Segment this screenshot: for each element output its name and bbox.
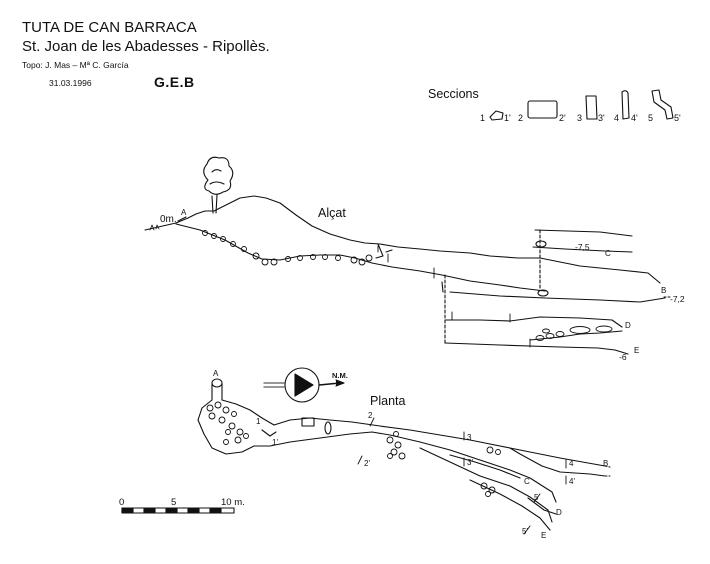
profile-point-a: A: [181, 208, 187, 217]
north-arrow-icon: [263, 367, 345, 403]
plan-mark-5: 5: [534, 493, 539, 502]
plan-point-a: A: [213, 369, 219, 378]
plan-title: Planta: [370, 394, 405, 408]
plan-view: [197, 378, 611, 535]
plan-entrance: [211, 378, 223, 388]
section-2-shape: [527, 100, 558, 119]
profile-depth-b: -7,2: [670, 294, 685, 304]
north-label: N.M.: [332, 371, 348, 380]
profile-view: [144, 156, 671, 355]
section-label-1: 1: [480, 113, 485, 123]
scale-label-10: 10 m.: [221, 497, 245, 508]
plan-mark-3: 3: [467, 433, 472, 442]
section-4-shape: [621, 90, 630, 120]
entrance-marker: [177, 216, 187, 222]
profile-point-b: B: [661, 286, 666, 295]
scale-bar: [121, 507, 235, 514]
plan-rubble: [206, 401, 501, 497]
survey-date: 31.03.1996: [49, 78, 92, 88]
section-label-2: 2: [518, 113, 523, 123]
tree-icon: [203, 156, 234, 214]
profile-roof: [213, 195, 541, 259]
section-label-3: 3: [577, 113, 582, 123]
plan-mark-3p: 3': [467, 458, 473, 467]
section-label-3p: 3': [598, 113, 605, 123]
plan-point-c: C: [524, 477, 530, 486]
plan-mark-1p: 1': [272, 438, 278, 447]
plan-mark-1: 1: [256, 417, 261, 426]
scale-label-0: 0: [119, 497, 124, 508]
group-name: G.E.B: [154, 74, 195, 90]
section-1-shape: [489, 110, 504, 121]
profile-point-c: C: [605, 249, 611, 258]
survey-location: St. Joan de les Abadesses - Ripollès.: [22, 38, 270, 55]
survey-title: TUTA DE CAN BARRACA: [22, 19, 197, 36]
sections-title: Seccions: [428, 87, 479, 101]
section-3-shape: [585, 95, 598, 120]
profile-entrance-depth: 0m.: [160, 214, 177, 225]
profile-title: Alçat: [318, 206, 346, 220]
plan-point-e: E: [541, 531, 546, 540]
section-label-4p: 4': [631, 113, 638, 123]
section-label-4: 4: [614, 113, 619, 123]
profile-depth-e: -6: [619, 352, 627, 362]
plan-point-d: D: [556, 508, 562, 517]
section-5-shape: [651, 89, 674, 120]
plan-point-b: B: [603, 459, 608, 468]
section-label-5p: 5': [674, 113, 681, 123]
section-label-2p: 2': [559, 113, 566, 123]
plan-mark-4: 4: [569, 459, 574, 468]
plan-mark-5p: 5': [522, 527, 528, 536]
ground-surface: [144, 210, 215, 231]
profile-rubble: [202, 230, 373, 266]
plan-mark-2: 2: [368, 411, 373, 420]
profile-depth-c: -7,5: [575, 242, 590, 252]
topo-credits: Topo: J. Mas – Mª C. García: [22, 60, 129, 70]
plan-mark-4p: 4': [569, 477, 575, 486]
profile-point-d: D: [625, 321, 631, 330]
sections-legend: [489, 89, 674, 121]
plan-mark-2p: 2': [364, 459, 370, 468]
section-label-1p: 1': [504, 113, 511, 123]
profile-point-e: E: [634, 346, 639, 355]
profile-floor: [175, 223, 546, 292]
section-label-5: 5: [648, 113, 653, 123]
scale-label-5: 5: [171, 497, 176, 508]
